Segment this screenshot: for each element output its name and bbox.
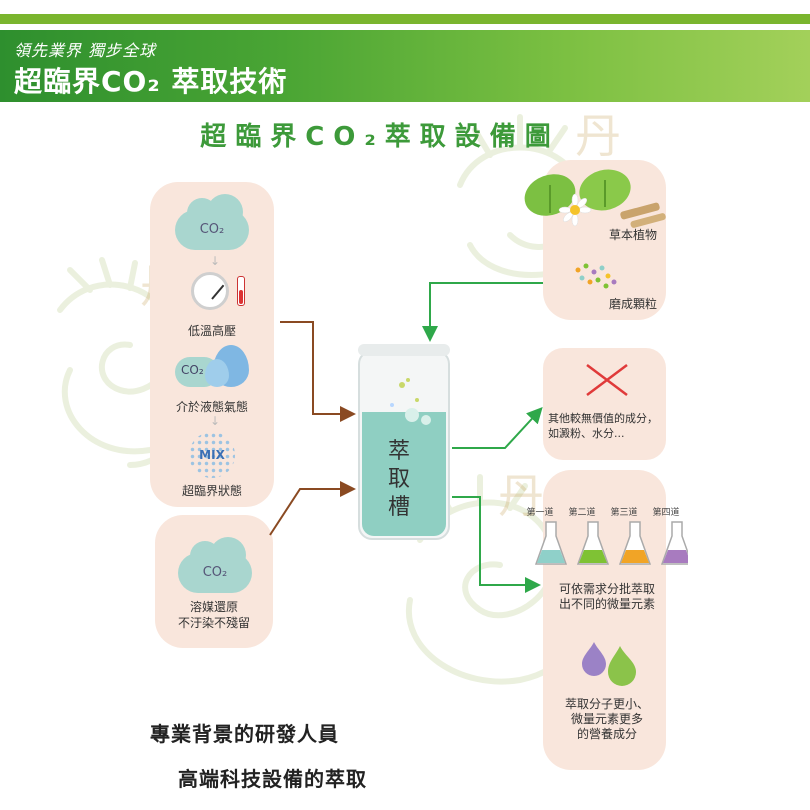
flask-line5: 的營養成分 — [576, 727, 637, 741]
mix-badge: MIX — [199, 448, 225, 462]
flask-1 — [534, 521, 568, 565]
tank-liquid — [362, 412, 446, 536]
banner-subtitle: 領先業界 獨步全球 — [14, 41, 157, 60]
flask-panel — [543, 470, 666, 770]
herb-to-tank-arrow — [422, 282, 548, 342]
thermometer-icon — [237, 276, 245, 306]
tank-to-waste-arrow — [452, 407, 543, 449]
herb-leaves-icon — [524, 169, 666, 228]
flask-line3: 萃取分子更小、 — [564, 697, 649, 711]
footer-line1: 專業背景的研發人員 — [150, 722, 339, 746]
solvent-to-tank-arrow — [269, 481, 356, 536]
step1-label: 低溫高壓 — [187, 324, 236, 338]
flask-line2: 出不同的微量元素 — [558, 597, 655, 611]
solvent-line1: 溶媒還原 — [189, 600, 238, 614]
cross-icon — [586, 364, 628, 396]
waste-panel — [543, 348, 666, 460]
top-stripe — [0, 14, 810, 24]
nutrient-drops-icon — [582, 642, 636, 686]
co2-cloud-icon: CO₂ — [178, 537, 252, 593]
flask-label-4: 第四道 — [652, 508, 680, 518]
bubbles-icon — [390, 378, 431, 425]
watermark-char-top: 丹 — [575, 109, 621, 163]
herb-label: 草本植物 — [608, 228, 657, 242]
flasks-row — [534, 521, 688, 565]
flask-label-1: 第一道 — [526, 508, 554, 518]
flask-4 — [660, 521, 688, 565]
flask-label-3: 第三道 — [610, 508, 638, 518]
waste-line2: 如澱粉、水分... — [548, 427, 625, 440]
solvent-line2: 不汙染不殘留 — [177, 616, 250, 630]
mix-dots-icon — [189, 432, 235, 478]
granules-icon — [575, 263, 617, 289]
diagram-title: 超臨界CO₂萃取設備圖 — [200, 122, 560, 152]
tank-cap — [358, 344, 450, 356]
header-banner — [0, 30, 810, 102]
flask-line4: 微量元素更多 — [570, 712, 643, 726]
banner-title: 超臨界CO₂ 萃取技術 — [14, 65, 288, 98]
granules-label: 磨成顆粒 — [608, 297, 657, 311]
pressure-gauge-icon — [191, 272, 229, 310]
flask-3 — [618, 521, 652, 565]
tank-to-flask-arrow — [452, 496, 541, 593]
co2-drop-label: CO₂ — [181, 363, 204, 377]
watermark-char-bottom: 丹 — [498, 469, 544, 523]
co2-cloud-icon: CO₂ — [175, 194, 249, 250]
flask-label-2: 第二道 — [568, 508, 596, 518]
flask-line1: 可依需求分批萃取 — [558, 582, 655, 596]
waste-line1: 其他較無價值的成分， — [548, 412, 658, 425]
tank-label: 萃取槽 — [387, 439, 410, 520]
footer-line2: 高端科技設備的萃取 — [178, 767, 367, 791]
liquid-gas-icon: CO₂ — [175, 345, 255, 391]
down-arrow-icon: ↓ — [210, 254, 221, 268]
down-arrow-icon: ↓ — [210, 414, 221, 428]
step2-label: 介於液態氣態 — [175, 400, 248, 414]
step3-label: 超臨界狀態 — [181, 484, 242, 498]
process-to-tank-arrow — [280, 321, 356, 422]
flask-2 — [576, 521, 610, 565]
